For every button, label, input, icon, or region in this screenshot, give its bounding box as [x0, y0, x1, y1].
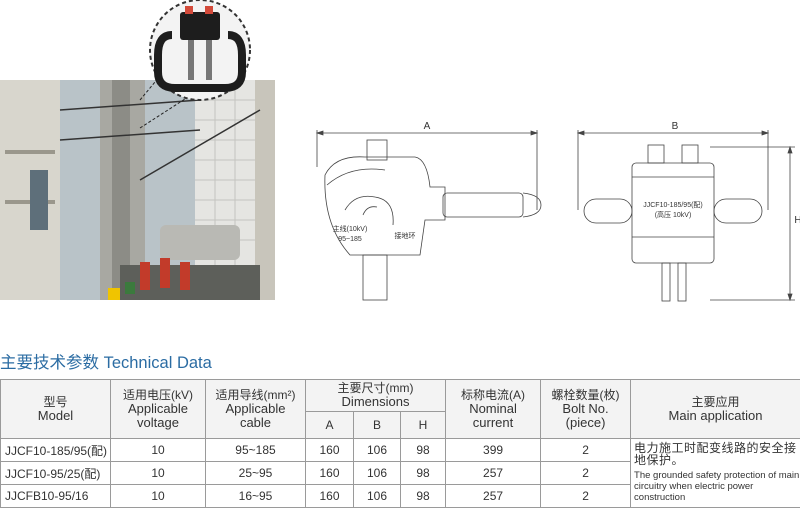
- table-row: JJCFB10-95/16 10 16~95 160 106 98 257 2: [0, 484, 800, 508]
- cell-voltage: 10: [110, 484, 206, 508]
- front-model-label: JJCF10-185/95(配): [643, 201, 703, 209]
- header-application: 主要应用 Main application: [630, 379, 800, 439]
- cell-b: 106: [353, 461, 401, 485]
- cell-cable: 16~95: [205, 484, 306, 508]
- cell-current: 257: [445, 484, 542, 508]
- cell-current: 257: [445, 461, 542, 485]
- cell-model: JJCF10-185/95(配): [0, 438, 111, 462]
- cell-cable: 25~95: [205, 461, 306, 485]
- header-current: 标称电流(A) Nominal current: [445, 379, 542, 439]
- cell-bolts: 2: [540, 438, 632, 462]
- front-view-drawing: B H JJCF10-185/95(配) (高压 10kV): [576, 121, 800, 302]
- cell-h: 98: [399, 438, 447, 462]
- dim-h-label: H: [794, 215, 800, 226]
- cell-model: JJCF10-95/25(配): [0, 461, 111, 485]
- cell-bolts: 2: [540, 484, 632, 508]
- cell-h: 98: [399, 484, 447, 508]
- front-voltage-label: (高压 10kV): [655, 210, 692, 219]
- header-dimensions: 主要尺寸(mm) Dimensions: [304, 379, 447, 412]
- cell-a: 160: [305, 484, 354, 508]
- table-row: JJCF10-95/25(配) 10 25~95 160 106 98 257 …: [0, 461, 800, 485]
- cell-h: 98: [399, 461, 447, 485]
- dim-b-label: B: [672, 121, 679, 132]
- cell-voltage: 10: [110, 461, 206, 485]
- side-label-ground: 接地环: [395, 231, 416, 240]
- cell-cable: 95~185: [205, 438, 306, 462]
- product-photo: [0, 0, 275, 300]
- cell-b: 106: [353, 484, 401, 508]
- dim-a-label: A: [424, 121, 431, 132]
- header-dim-b: B: [353, 410, 401, 440]
- cell-model: JJCFB10-95/16: [0, 484, 111, 508]
- header-dim-h: H: [399, 410, 447, 440]
- header-cable: 适用导线(mm²) Applicable cable: [205, 379, 306, 439]
- cell-a: 160: [305, 461, 354, 485]
- cell-bolts: 2: [540, 461, 632, 485]
- cell-b: 106: [353, 438, 401, 462]
- header-bolts: 螺栓数量(枚) Bolt No. (piece): [540, 379, 632, 439]
- section-title: 主要技术参数 Technical Data: [0, 354, 212, 372]
- cell-voltage: 10: [110, 438, 206, 462]
- header-dim-a: A: [305, 410, 354, 440]
- technical-data-table: 型号 Model 适用电压(kV) Applicable voltage 适用导…: [0, 379, 800, 508]
- side-label-main: 主线(10kV): [333, 224, 368, 233]
- table-row: JJCF10-185/95(配) 10 95~185 160 106 98 39…: [0, 438, 800, 508]
- side-view-drawing: A 主线(10kV) 95~185 接地环: [315, 121, 542, 301]
- cell-application: 电力施工时配变线路的安全接地保护。 The grounded safety pr…: [630, 438, 800, 508]
- header-model: 型号 Model: [0, 379, 111, 439]
- header-voltage: 适用电压(kV) Applicable voltage: [110, 379, 206, 439]
- cell-a: 160: [305, 438, 354, 462]
- side-label-range: 95~185: [338, 236, 362, 243]
- cell-current: 399: [445, 438, 542, 462]
